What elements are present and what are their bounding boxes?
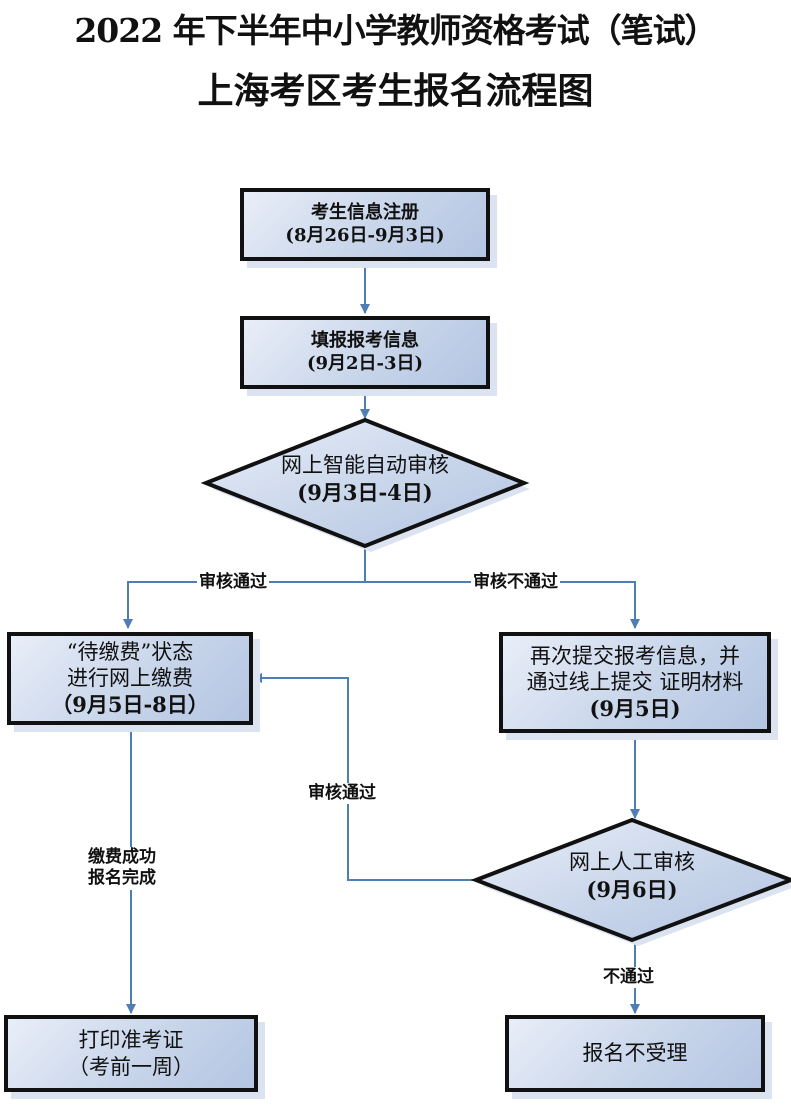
rejected-step: 报名不受理 — [505, 1015, 765, 1092]
register-date: (8月26日-9月3日) — [285, 224, 445, 246]
pay-line1: “待缴费”状态 — [66, 640, 194, 665]
fill-info-label: 填报报考信息 — [311, 330, 419, 351]
pay-done-line1: 缴费成功 — [88, 847, 156, 867]
register-label: 考生信息注册 — [311, 202, 419, 223]
edge-auto-fail — [365, 581, 640, 629]
edge-label-pay-done: 缴费成功 报名完成 — [86, 847, 158, 890]
auto-review-diamond — [200, 417, 530, 549]
print-ticket-step: 打印准考证 （考前一周） — [4, 1015, 258, 1092]
edge-label-auto-pass: 审核通过 — [197, 572, 269, 594]
print-ticket-label: 打印准考证 — [78, 1028, 184, 1053]
edge-auto-pass — [123, 581, 365, 629]
fill-info-date: (9月2日-3日) — [306, 352, 424, 374]
register-step: 考生信息注册 (8月26日-9月3日) — [240, 188, 490, 261]
fill-info-step: 填报报考信息 (9月2日-3日) — [240, 316, 490, 389]
resubmit-line2: 通过线上提交 证明材料 — [526, 670, 744, 695]
auto-review-label: 网上智能自动审核 — [281, 453, 449, 477]
resubmit-line1: 再次提交报考信息，并 — [530, 644, 740, 669]
edge-label-auto-fail: 审核不通过 — [471, 572, 560, 594]
pay-step: “待缴费”状态 进行网上缴费 （9月5日-8日） — [7, 632, 253, 725]
print-ticket-date: （考前一周） — [68, 1054, 194, 1079]
manual-review-label: 网上人工审核 — [569, 850, 695, 874]
page-title-line-2: 上海考区考生报名流程图 — [197, 70, 594, 112]
pay-line2: 进行网上缴费 — [67, 666, 193, 691]
page-title-line-1: 2022 年下半年中小学教师资格考试（笔试） — [74, 11, 717, 50]
manual-review-text: 网上人工审核 (9月6日) — [532, 848, 732, 905]
pay-done-line2: 报名完成 — [88, 868, 156, 889]
manual-review-date: (9月6日) — [586, 877, 678, 903]
edge-label-manual-fail: 不通过 — [601, 967, 656, 989]
pay-date: （9月5日-8日） — [51, 691, 209, 717]
resubmit-step: 再次提交报考信息，并 通过线上提交 证明材料 (9月5日) — [499, 632, 771, 733]
rejected-label: 报名不受理 — [582, 1041, 688, 1066]
edge-manual-pass — [252, 673, 476, 881]
auto-review-date: (9月3日-4日) — [297, 480, 433, 506]
auto-review-text: 网上智能自动审核 (9月3日-4日) — [236, 452, 494, 507]
resubmit-date: (9月5日) — [589, 695, 681, 721]
edge-label-manual-pass: 审核通过 — [306, 783, 378, 805]
manual-review-diamond — [470, 817, 791, 943]
